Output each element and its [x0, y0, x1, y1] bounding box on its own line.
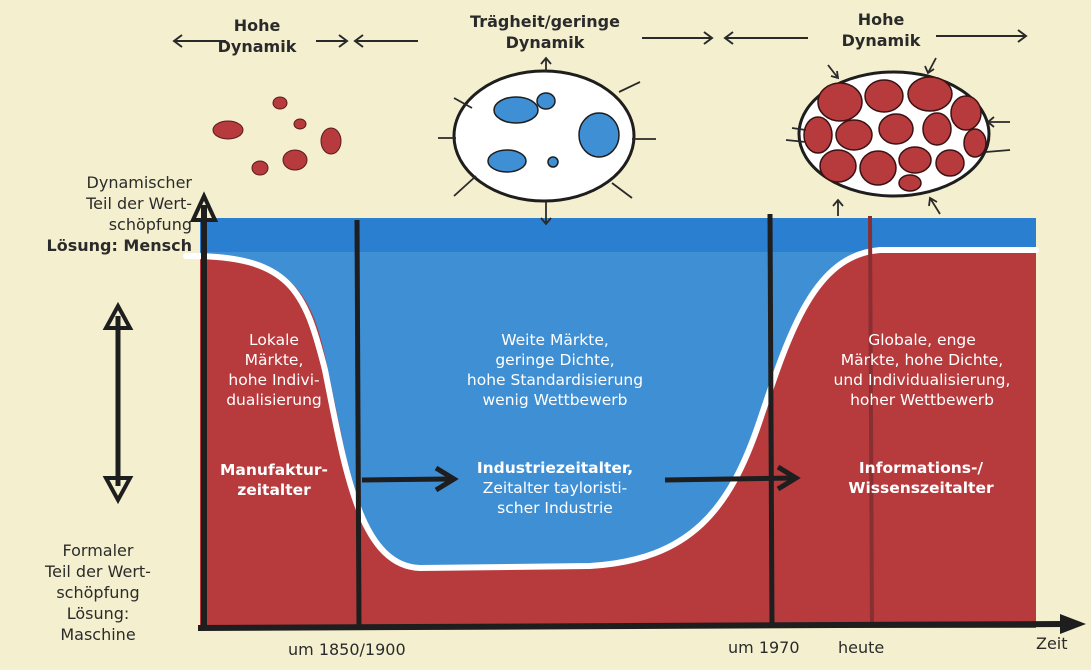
separator-1970 — [767, 213, 775, 627]
y-top-line-2: Teil der Wert- — [86, 194, 192, 213]
y-bottom-line-1: Formaler — [62, 541, 134, 560]
phase-right-era-2: Wissenszeitalter — [848, 479, 994, 497]
value-creation-curve — [183, 247, 1039, 572]
dynamics-arrows — [172, 29, 1028, 48]
era-arrow-1-shaft — [361, 476, 451, 483]
separator-heute — [868, 215, 874, 627]
tick-heute: heute — [838, 638, 885, 657]
era-arrow-2-shaft — [664, 475, 793, 483]
dynamics-right-label: Hohe Dynamik — [826, 9, 936, 51]
dynamics-left-line-2: Dynamik — [217, 37, 297, 56]
scattered-particles — [212, 96, 342, 176]
phase-left-desc-2: Märkte, — [244, 351, 304, 369]
phase-middle-desc-3: hohe Standardisierung — [466, 371, 644, 389]
x-axis-arrowhead — [1060, 614, 1086, 634]
phase-right-desc-2: Märkte, hohe Dichte, — [840, 351, 1004, 369]
y-bottom-line-5: Maschine — [60, 625, 136, 644]
phase-right-desc-3: und Individualisierung, — [833, 371, 1011, 389]
y-top-line-1: Dynamischer — [86, 173, 192, 192]
phase-middle-era-2: Zeitalter tayloristi- — [482, 479, 628, 497]
phase-middle-era: Industriezeitalter, Zeitalter tayloristi… — [460, 458, 650, 518]
sparse-cell — [438, 56, 656, 226]
phase-left-desc-1: Lokale — [249, 331, 299, 349]
y-axis-top-label: Dynamischer Teil der Wert- schöpfung Lös… — [24, 172, 192, 256]
dynamics-middle-line-1: Trägheit/geringe — [470, 12, 620, 31]
era-arrow-1-head — [434, 465, 459, 493]
dynamics-middle-line-2: Dynamik — [505, 33, 585, 52]
y-bottom-line-4: Lösung: — [66, 604, 130, 623]
tick-1970: um 1970 — [728, 638, 800, 657]
phase-left-desc-4: dualisierung — [226, 391, 322, 409]
phase-right-description: Globale, enge Märkte, hohe Dichte, und I… — [812, 330, 1032, 410]
phase-middle-desc-4: wenig Wettbewerb — [482, 391, 628, 409]
phase-left-desc-3: hohe Indivi- — [228, 371, 320, 389]
dense-cell — [785, 57, 1011, 216]
phase-left-era: Manufaktur- zeitalter — [206, 460, 342, 500]
phase-middle-description: Weite Märkte, geringe Dichte, hohe Stand… — [440, 330, 670, 410]
top-blue-band — [200, 218, 1036, 252]
phase-right-era: Informations-/ Wissenszeitalter — [826, 458, 1016, 498]
phase-middle-desc-2: geringe Dichte, — [495, 351, 615, 369]
phase-left-era-1: Manufaktur- — [220, 461, 328, 479]
y-axis-bottom-label: Formaler Teil der Wert- schöpfung Lösung… — [24, 540, 172, 645]
phase-left-description: Lokale Märkte, hohe Indivi- dualisierung — [212, 330, 336, 410]
y-axis-arrowhead — [189, 191, 219, 222]
y-top-line-3: schöpfung — [108, 215, 192, 234]
dynamics-right-line-1: Hohe — [857, 10, 905, 29]
phase-left-era-2: zeitalter — [237, 481, 311, 499]
dynamics-left-label: Hohe Dynamik — [212, 15, 302, 57]
phase-middle-era-3: scher Industrie — [497, 499, 613, 517]
phase-right-desc-4: hoher Wettbewerb — [850, 391, 994, 409]
dynamics-left-line-1: Hohe — [233, 16, 281, 35]
phase-right-desc-1: Globale, enge — [868, 331, 976, 349]
range-arrow-up — [102, 301, 134, 330]
dynamics-right-line-2: Dynamik — [841, 31, 921, 50]
y-bottom-line-3: schöpfung — [56, 583, 140, 602]
era-arrow-2-head — [776, 464, 801, 492]
phase-middle-desc-1: Weite Märkte, — [501, 331, 609, 349]
y-bottom-line-2: Teil der Wert- — [45, 562, 151, 581]
phase-right-era-1: Informations-/ — [858, 459, 984, 477]
dynamics-middle-label: Trägheit/geringe Dynamik — [455, 11, 635, 53]
tick-1850-1900: um 1850/1900 — [288, 640, 406, 659]
y-top-solution: Lösung: Mensch — [46, 236, 192, 255]
range-arrow-down — [102, 476, 134, 505]
x-axis-line — [197, 621, 1066, 631]
phase-middle-era-bold: Industriezeitalter, — [476, 459, 634, 477]
x-axis-label: Zeit — [1036, 634, 1068, 653]
separator-1850 — [354, 219, 362, 627]
